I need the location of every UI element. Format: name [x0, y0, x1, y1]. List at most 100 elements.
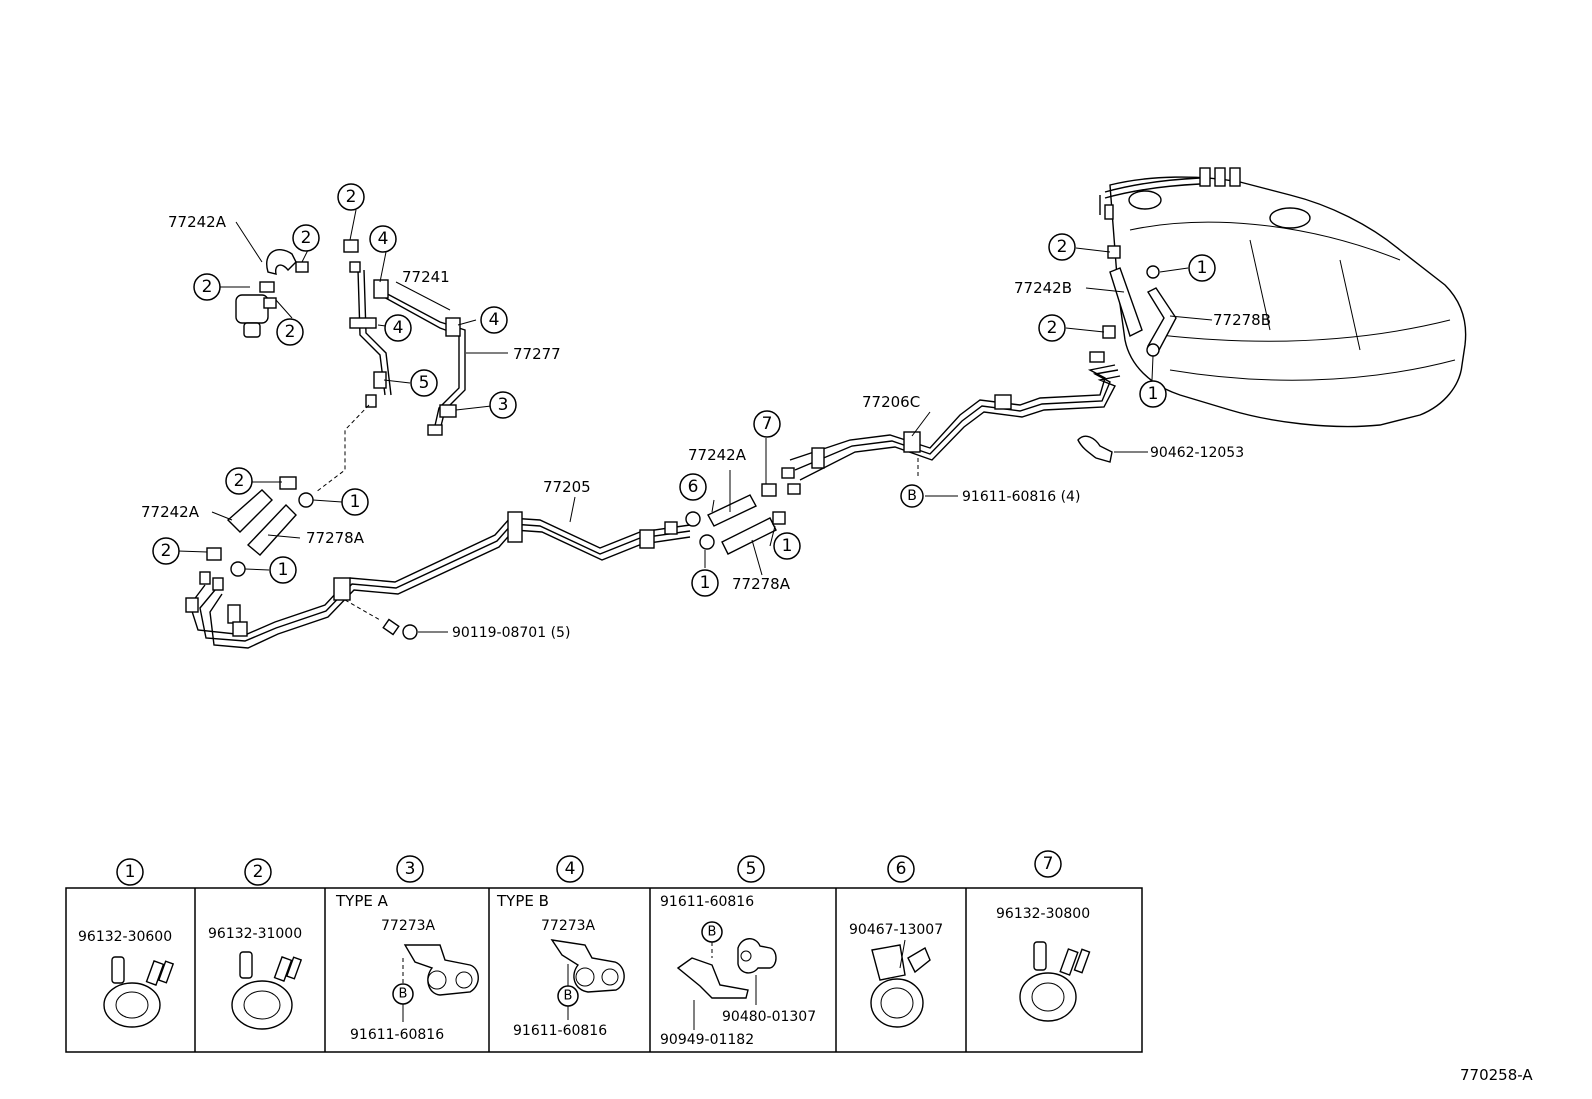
legend-1-clip-icon [103, 956, 175, 1028]
diagram-code: 770258-A [1460, 1066, 1533, 1084]
callout-4-a: 4 [369, 225, 397, 253]
svg-text:5: 5 [419, 373, 430, 393]
svg-text:7: 7 [762, 414, 773, 434]
callout-2-d: 2 [276, 318, 304, 346]
svg-text:3: 3 [498, 395, 509, 415]
label-77242A-left: 77242A [141, 503, 200, 521]
callout-2-h: 2 [1038, 314, 1066, 342]
legend-table: 1 2 3 4 5 6 7 96132-30600 96132-31000 TY… [65, 850, 1143, 1053]
svg-text:2: 2 [301, 228, 312, 248]
legend-6-clip-icon [870, 939, 931, 1028]
svg-text:1: 1 [125, 862, 136, 882]
legend-5-clamp-icon: B [676, 921, 777, 1030]
svg-text:4: 4 [378, 229, 389, 249]
callout-6-a: 6 [679, 473, 707, 501]
callout-2-a: 2 [337, 183, 365, 211]
svg-text:4: 4 [393, 318, 404, 338]
left-hoses [199, 476, 314, 591]
legend-5-part-bolt: 91611-60816 [660, 894, 754, 910]
legend-header-5: 5 [737, 855, 765, 883]
label-77278B: 77278B [1213, 311, 1271, 329]
legend-header-7: 7 [1034, 850, 1062, 878]
svg-text:2: 2 [253, 862, 264, 882]
callout-b-main: B [900, 484, 924, 508]
svg-text:2: 2 [161, 541, 172, 561]
callout-2-c: 2 [193, 273, 221, 301]
upper-pipe-bracket [315, 239, 466, 493]
svg-text:6: 6 [896, 859, 907, 879]
legend-header-2: 2 [244, 858, 272, 886]
callout-1-a: 1 [341, 488, 369, 516]
legend-2-part: 96132-31000 [208, 926, 302, 942]
callout-2-f: 2 [152, 537, 180, 565]
label-77242A-top: 77242A [168, 213, 227, 231]
legend-5-part-clamp: 90949-01182 [660, 1032, 754, 1048]
callout-7-a: 7 [753, 410, 781, 438]
legend-4-part-bolt: 91611-60816 [513, 1023, 607, 1039]
label-90462-12053: 90462-12053 [1150, 445, 1244, 461]
svg-text:4: 4 [489, 310, 500, 330]
svg-text:2: 2 [202, 277, 213, 297]
legend-5-part-grommet: 90480-01307 [722, 1009, 816, 1025]
legend-3-part-bolt: 91611-60816 [350, 1027, 444, 1043]
label-77242A-mid: 77242A [688, 446, 747, 464]
svg-text:B: B [708, 925, 717, 940]
callout-4-c: 4 [384, 314, 412, 342]
svg-text:B: B [399, 987, 408, 1002]
legend-4-type: TYPE B [496, 892, 549, 910]
callout-4-b: 4 [480, 306, 508, 334]
svg-text:2: 2 [346, 187, 357, 207]
svg-text:B: B [564, 989, 573, 1004]
svg-text:2: 2 [1047, 318, 1058, 338]
legend-header-4: 4 [556, 855, 584, 883]
label-77241: 77241 [402, 268, 450, 286]
label-90119-08701: 90119-08701 (5) [452, 625, 570, 641]
legend-3-part-bracket: 77273A [381, 918, 436, 934]
middle-hoses [685, 483, 786, 555]
svg-text:1: 1 [350, 492, 361, 512]
label-91611-60816-main: 91611-60816 (4) [962, 489, 1080, 505]
callout-1-c: 1 [773, 532, 801, 560]
legend-4-part-bracket: 77273A [541, 918, 596, 934]
legend-header-3: 3 [396, 855, 424, 883]
legend-4-clamp-icon: B [550, 939, 625, 1020]
svg-text:4: 4 [565, 859, 576, 879]
label-77278A-left: 77278A [306, 529, 365, 547]
fuel-tank [1099, 167, 1467, 428]
callout-3-a: 3 [489, 391, 517, 419]
callout-1-f: 1 [1139, 380, 1167, 408]
svg-text:2: 2 [1057, 237, 1068, 257]
label-77242B: 77242B [1014, 279, 1072, 297]
rear-fuel-pipes [781, 351, 1121, 495]
svg-text:2: 2 [234, 471, 245, 491]
fuel-filter-assembly [235, 249, 309, 338]
legend-header-1: 1 [116, 858, 144, 886]
svg-text:1: 1 [278, 560, 289, 580]
legend-7-part: 96132-30800 [996, 906, 1090, 922]
svg-text:1: 1 [1148, 384, 1159, 404]
callout-1-d: 1 [691, 569, 719, 597]
callout-2-g: 2 [1048, 233, 1076, 261]
legend-7-clip-icon [1019, 941, 1091, 1022]
svg-text:7: 7 [1043, 854, 1054, 874]
legend-6-part: 90467-13007 [849, 922, 943, 938]
main-fuel-pipes [185, 511, 691, 649]
svg-text:3: 3 [405, 859, 416, 879]
svg-text:1: 1 [700, 573, 711, 593]
legend-3-type: TYPE A [335, 892, 389, 910]
right-hoses [1077, 245, 1177, 463]
label-77206C: 77206C [862, 393, 920, 411]
callout-2-e: 2 [225, 467, 253, 495]
svg-text:1: 1 [1197, 258, 1208, 278]
legend-1-part: 96132-30600 [78, 929, 172, 945]
label-77278A-mid: 77278A [732, 575, 791, 593]
svg-text:5: 5 [746, 859, 757, 879]
label-77205: 77205 [543, 478, 591, 496]
svg-text:2: 2 [285, 322, 296, 342]
legend-2-clip-icon [231, 951, 303, 1030]
callout-5-a: 5 [410, 369, 438, 397]
label-77277: 77277 [513, 345, 561, 363]
legend-3-clamp-icon: B [392, 944, 479, 1022]
